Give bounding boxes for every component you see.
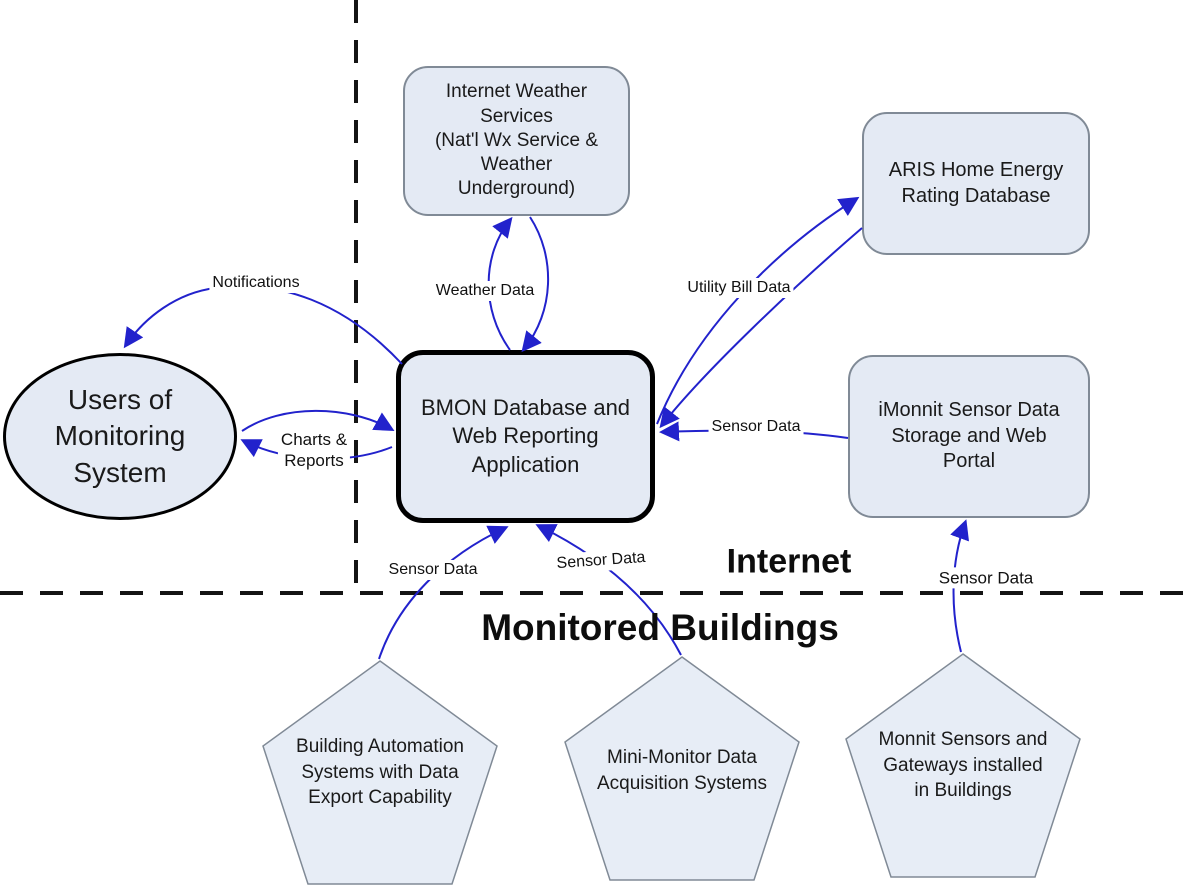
node-bmon-database-web-reporting: BMON Database and Web Reporting Applicat… bbox=[396, 350, 655, 523]
node-building-automation-label: Building Automation Systems with Data Ex… bbox=[296, 736, 464, 809]
edge-label-sensor-data-monnit: Sensor Data bbox=[935, 567, 1037, 589]
edge-label-sensor-data-mini-monitor: Sensor Data bbox=[552, 547, 650, 575]
region-label-monitored-buildings: Monitored Buildings bbox=[481, 607, 839, 648]
node-mini-monitor-label: Mini-Monitor Data Acquisition Systems bbox=[596, 746, 767, 794]
edge-label-charts-reports: Charts & Reports bbox=[277, 428, 351, 472]
arrow-notifications-bmon-to-users bbox=[123, 285, 403, 365]
node-aris-home-energy-rating-database: ARIS Home Energy Rating Database bbox=[862, 112, 1090, 255]
arrow-utility-bill-bmon-to-aris bbox=[656, 196, 860, 425]
edge-label-weather-data: Weather Data bbox=[432, 281, 538, 301]
edge-label-utility-bill-data: Utility Bill Data bbox=[684, 278, 794, 298]
edge-label-sensor-data-building-automation: Sensor Data bbox=[385, 560, 481, 580]
edge-label-sensor-data-imonnit: Sensor Data bbox=[708, 417, 804, 437]
node-imonnit-sensor-data-portal: iMonnit Sensor Data Storage and Web Port… bbox=[848, 355, 1090, 518]
edge-label-notifications: Notifications bbox=[209, 273, 303, 293]
node-internet-weather-services: Internet Weather Services (Nat'l Wx Serv… bbox=[403, 66, 630, 216]
arrow-utility-bill-aris-to-bmon bbox=[659, 227, 863, 429]
node-users-of-monitoring-system: Users of Monitoring System bbox=[3, 353, 237, 520]
node-monnit-sensors-label: Monnit Sensors and Gateways installed in… bbox=[878, 729, 1048, 802]
region-label-internet: Internet bbox=[726, 542, 852, 581]
